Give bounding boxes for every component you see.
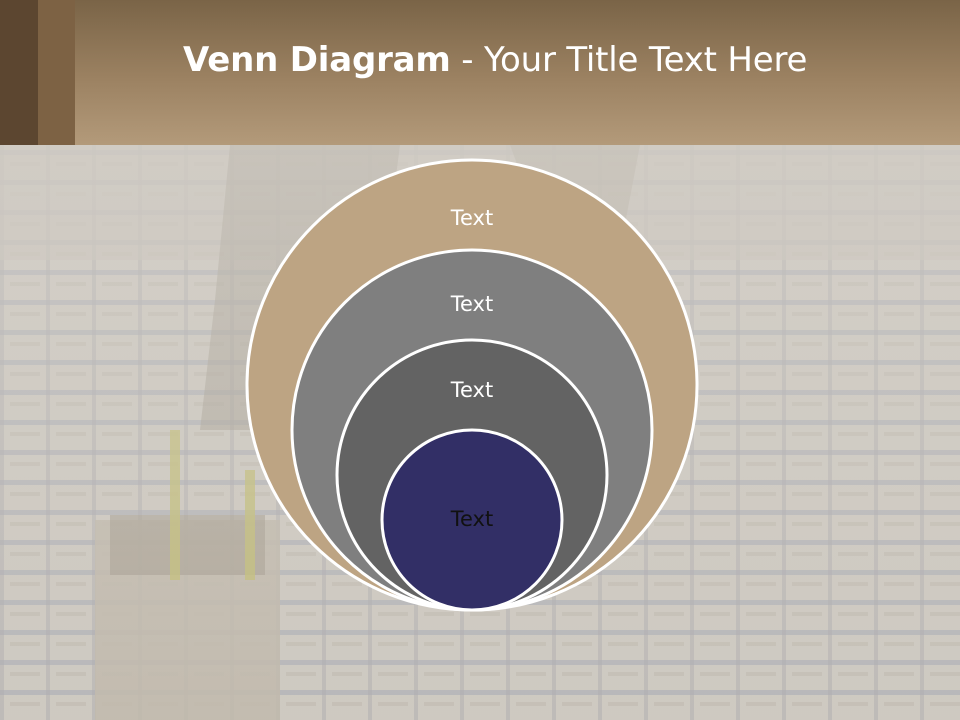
circle-inner-label: Text <box>450 507 493 531</box>
accent-strip <box>38 0 75 145</box>
slide-title[interactable]: Venn Diagram - Your Title Text Here <box>183 40 807 80</box>
circle-third-label: Text <box>450 378 493 402</box>
title-bold: Venn Diagram <box>183 40 451 80</box>
circle-second-label: Text <box>450 292 493 316</box>
title-rest: - Your Title Text Here <box>450 40 808 80</box>
circle-outer-label: Text <box>450 206 493 230</box>
accent-strip <box>0 0 38 145</box>
circle-inner[interactable] <box>380 428 564 612</box>
title-bar <box>0 0 960 145</box>
